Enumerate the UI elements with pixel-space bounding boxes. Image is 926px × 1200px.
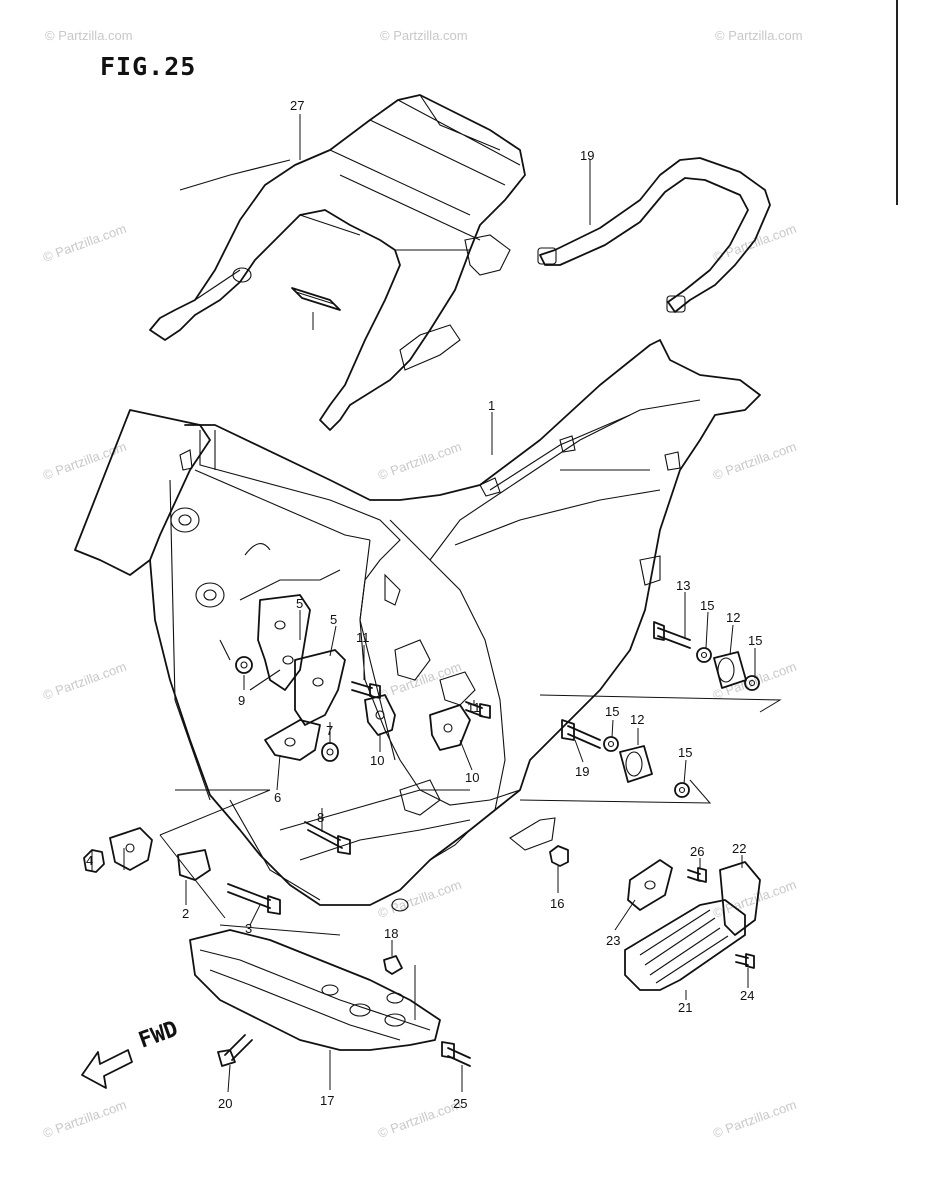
callout-21: 21 bbox=[678, 1000, 692, 1015]
callout-26: 27 bbox=[290, 98, 304, 113]
bolt-8-part bbox=[304, 821, 351, 855]
engine-mount-plate-part bbox=[257, 594, 346, 761]
watermark: © Partzilla.com bbox=[41, 221, 128, 265]
callout-19: 20 bbox=[218, 1096, 232, 1111]
bracket-22-part bbox=[719, 861, 761, 936]
watermark: © Partzilla.com bbox=[376, 1097, 463, 1141]
watermark: © Partzilla.com bbox=[711, 439, 798, 483]
callout-numbers: 27 19 1 13 15 12 15 5 5 11 9 7 10 11 15 … bbox=[86, 98, 762, 1111]
watermark: © Partzilla.com bbox=[376, 659, 463, 703]
engine-mount-bracket-part bbox=[364, 639, 476, 816]
callout-16: 16 bbox=[550, 896, 564, 911]
callout-15: 15 bbox=[678, 745, 692, 760]
callout-12: 12 bbox=[630, 712, 644, 727]
bracket-2-part bbox=[109, 827, 211, 881]
callout-11: 11 bbox=[356, 630, 370, 645]
callout-22: 22 bbox=[732, 841, 746, 856]
rear-carrier-part bbox=[149, 94, 526, 431]
callout-17: 17 bbox=[320, 1093, 334, 1108]
figure-title: FIG.25 bbox=[100, 52, 197, 81]
callout-15: 15 bbox=[700, 598, 714, 613]
callout-10: 10 bbox=[465, 770, 479, 785]
skid-plate-part bbox=[189, 929, 441, 1051]
bolt-14-part bbox=[561, 719, 601, 749]
watermark: © Partzilla.com bbox=[41, 1097, 128, 1141]
callout-11: 11 bbox=[467, 700, 481, 715]
bushing-7-part bbox=[321, 742, 339, 762]
side-cover-23-part bbox=[627, 859, 673, 911]
screw-24-part bbox=[735, 953, 755, 969]
watermark: © Partzilla.com bbox=[41, 659, 128, 703]
watermark: © Partzilla.com bbox=[380, 28, 468, 43]
callout-20: 19 bbox=[580, 148, 594, 163]
bolt-19-part bbox=[217, 1034, 471, 1067]
nut-9-part bbox=[235, 656, 253, 674]
callout-14: 19 bbox=[575, 764, 589, 779]
callout-10: 10 bbox=[370, 753, 384, 768]
watermark: © Partzilla.com bbox=[45, 28, 133, 43]
callout-13: 13 bbox=[676, 578, 690, 593]
forward-arrow-icon: FWD bbox=[81, 1017, 182, 1089]
fwd-label: FWD bbox=[136, 1017, 182, 1054]
callout-8: 8 bbox=[317, 810, 324, 825]
page-edge-mark bbox=[896, 0, 898, 205]
watermark: © Partzilla.com bbox=[711, 1097, 798, 1141]
callout-5: 5 bbox=[296, 596, 303, 611]
callout-5: 5 bbox=[330, 612, 337, 627]
callout-18: 18 bbox=[384, 926, 398, 941]
label-plate-part bbox=[291, 287, 341, 311]
watermark: © Partzilla.com bbox=[715, 28, 803, 43]
watermark: © Partzilla.com bbox=[376, 439, 463, 483]
callout-7: 7 bbox=[326, 723, 333, 738]
leader-lines bbox=[91, 114, 782, 1093]
main-frame-part bbox=[74, 339, 761, 912]
bolt-3-part bbox=[227, 883, 281, 915]
callout-15: 15 bbox=[748, 633, 762, 648]
callout-1: 1 bbox=[488, 398, 495, 413]
callout-25: 26 bbox=[690, 844, 704, 859]
callout-15: 15 bbox=[605, 704, 619, 719]
callout-3: 3 bbox=[245, 921, 252, 936]
callout-12: 12 bbox=[726, 610, 740, 625]
grommet-18-part bbox=[383, 955, 403, 975]
watermark: © Partzilla.com bbox=[711, 221, 798, 265]
washer-15-part bbox=[603, 647, 760, 798]
grab-bar-part bbox=[537, 157, 771, 313]
nut-16-part bbox=[549, 845, 569, 867]
screw-25-part bbox=[687, 867, 707, 883]
callout-4: 4 bbox=[86, 853, 93, 868]
watermark: © Partzilla.com bbox=[376, 877, 463, 921]
callout-24: 24 bbox=[740, 988, 754, 1003]
tool-box-part bbox=[624, 899, 746, 991]
callout-23: 23 bbox=[606, 933, 620, 948]
callout-9: 9 bbox=[238, 693, 245, 708]
callout-2: 2 bbox=[182, 906, 189, 921]
callout-19: 25 bbox=[453, 1096, 467, 1111]
callout-6: 6 bbox=[274, 790, 281, 805]
